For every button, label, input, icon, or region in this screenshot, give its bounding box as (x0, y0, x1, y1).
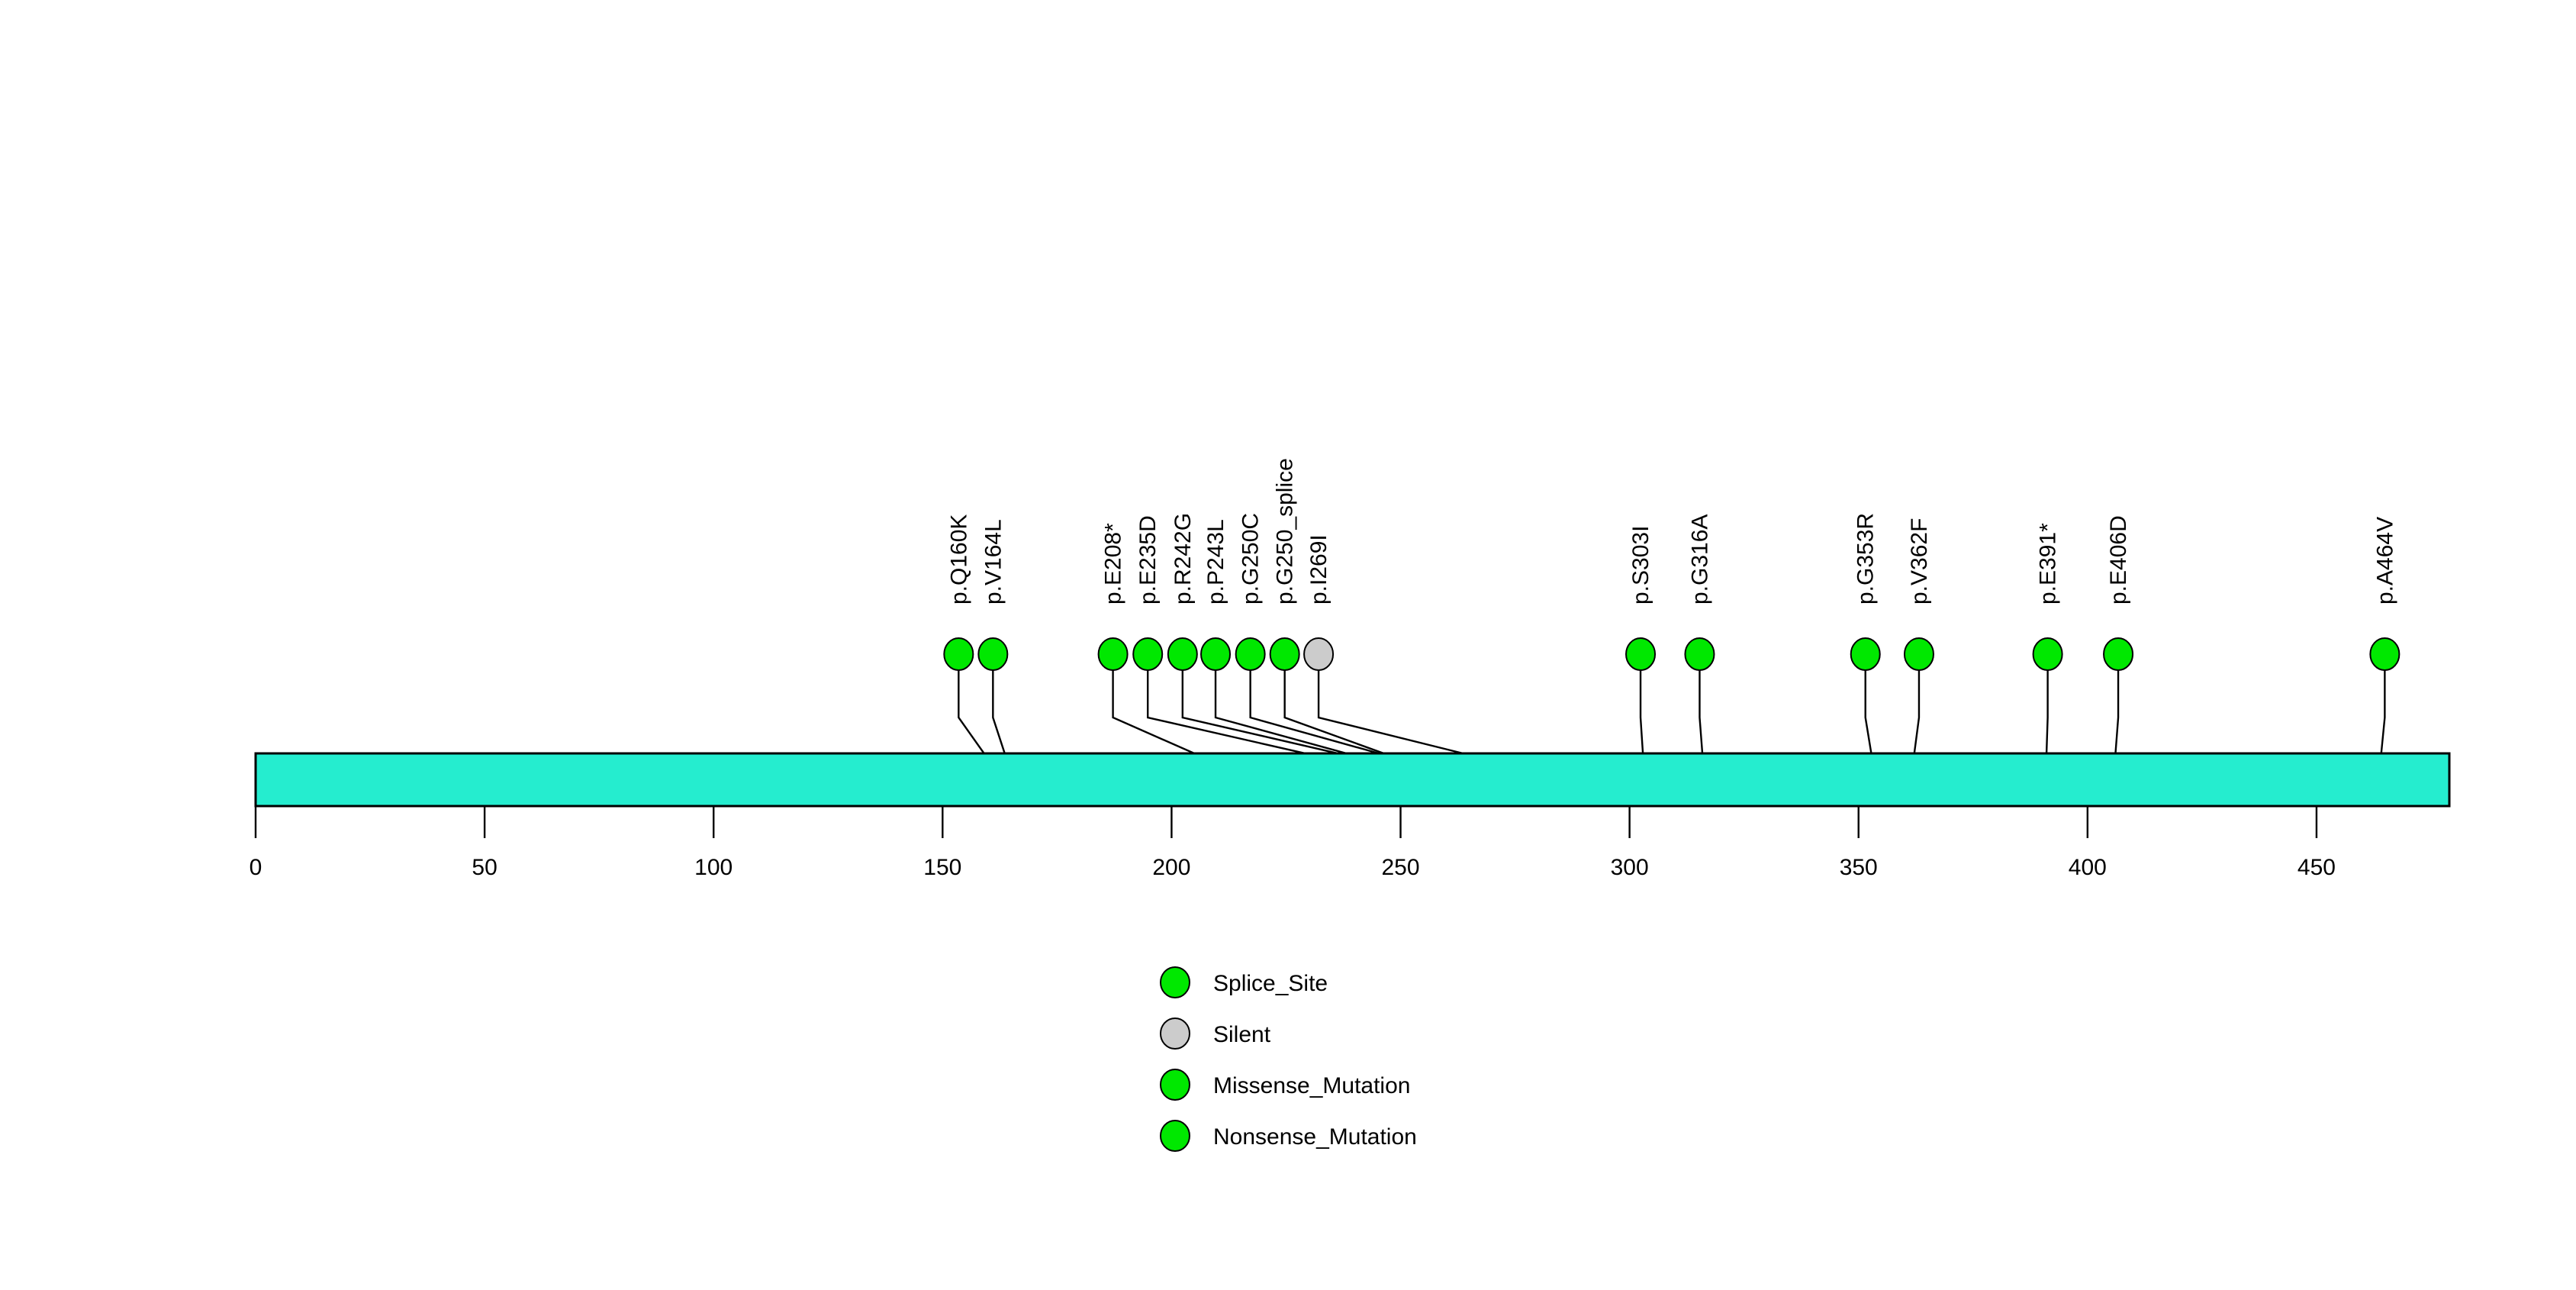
mutation-label: p.E406D (2106, 515, 2131, 605)
legend-label: Silent (1213, 1022, 1271, 1047)
mutation-label: p.E235D (1135, 515, 1161, 605)
mutation-marker[interactable] (977, 637, 1009, 671)
legend-label: Missense_Mutation (1213, 1073, 1410, 1098)
mutation-label: p.I269I (1306, 534, 1331, 605)
axis-tick-label: 0 (250, 855, 262, 880)
mutation-marker[interactable] (1097, 637, 1129, 671)
mutation-label: p.P243L (1203, 519, 1228, 605)
mutation-label: p.R242G (1170, 513, 1196, 605)
mutation-marker[interactable] (1850, 637, 1881, 671)
mutation-label: p.S303I (1628, 526, 1653, 605)
mutation-marker[interactable] (1684, 637, 1715, 671)
axis-tick-label: 400 (2069, 855, 2107, 880)
protein-bar-group (254, 752, 2451, 808)
mutation-marker[interactable] (1235, 637, 1266, 671)
mutation-marker[interactable] (1903, 637, 1934, 671)
axis-tick-label: 50 (472, 855, 497, 880)
mutation-marker[interactable] (2103, 637, 2134, 671)
mutation-marker[interactable] (943, 637, 974, 671)
axis-tick-label: 450 (2297, 855, 2336, 880)
legend-label: Nonsense_Mutation (1213, 1124, 1417, 1150)
axis-tick-label: 300 (1611, 855, 1649, 880)
axis-tick-label: 350 (1840, 855, 1878, 880)
mutation-marker[interactable] (1167, 637, 1198, 671)
mutation-marker[interactable] (1625, 637, 1657, 671)
axis-tick-label: 200 (1152, 855, 1190, 880)
mutation-label: p.G353R (1853, 513, 1879, 605)
legend-label: Splice_Site (1213, 971, 1328, 996)
axis-tick-label: 100 (694, 855, 733, 880)
mutation-label: p.A464V (2372, 517, 2397, 605)
legend-swatch[interactable] (1160, 1069, 1190, 1101)
mutation-marker[interactable] (1132, 637, 1164, 671)
mutation-label: p.Q160K (946, 514, 971, 605)
x-axis-group: 0 50 100 150 200 250 300 350 400 450 (250, 806, 2336, 880)
legend-swatch[interactable] (1160, 1017, 1190, 1050)
mutation-marker[interactable] (1303, 637, 1335, 671)
mutation-marker-group (943, 637, 2401, 671)
mutation-label: p.E391* (2036, 523, 2061, 605)
axis-tick-label: 250 (1381, 855, 1419, 880)
legend-swatch[interactable] (1160, 966, 1190, 998)
mutation-marker[interactable] (2369, 637, 2401, 671)
mutation-marker[interactable] (1200, 637, 1232, 671)
mutation-label-group: p.Q160K p.V164L p.E208* p.E235D p.R242G p.P24… (946, 458, 2397, 605)
mutation-marker[interactable] (2032, 637, 2063, 671)
mutation-label: p.V164L (980, 519, 1006, 605)
mutation-label: p.G316A (1687, 514, 1712, 605)
mutation-label: p.V362F (1907, 518, 1932, 605)
legend-group: Splice_SiteSilentMissense_MutationNonsen… (1160, 966, 1417, 1152)
mutation-label: p.E208* (1101, 523, 1126, 605)
axis-tick-label: 150 (923, 855, 961, 880)
mutation-label: p.G250_splice (1273, 458, 1298, 605)
protein-backbone-bar[interactable] (254, 752, 2451, 808)
mutation-label: p.G250C (1238, 513, 1264, 605)
legend-swatch[interactable] (1160, 1120, 1190, 1152)
mutation-marker[interactable] (1269, 637, 1300, 671)
